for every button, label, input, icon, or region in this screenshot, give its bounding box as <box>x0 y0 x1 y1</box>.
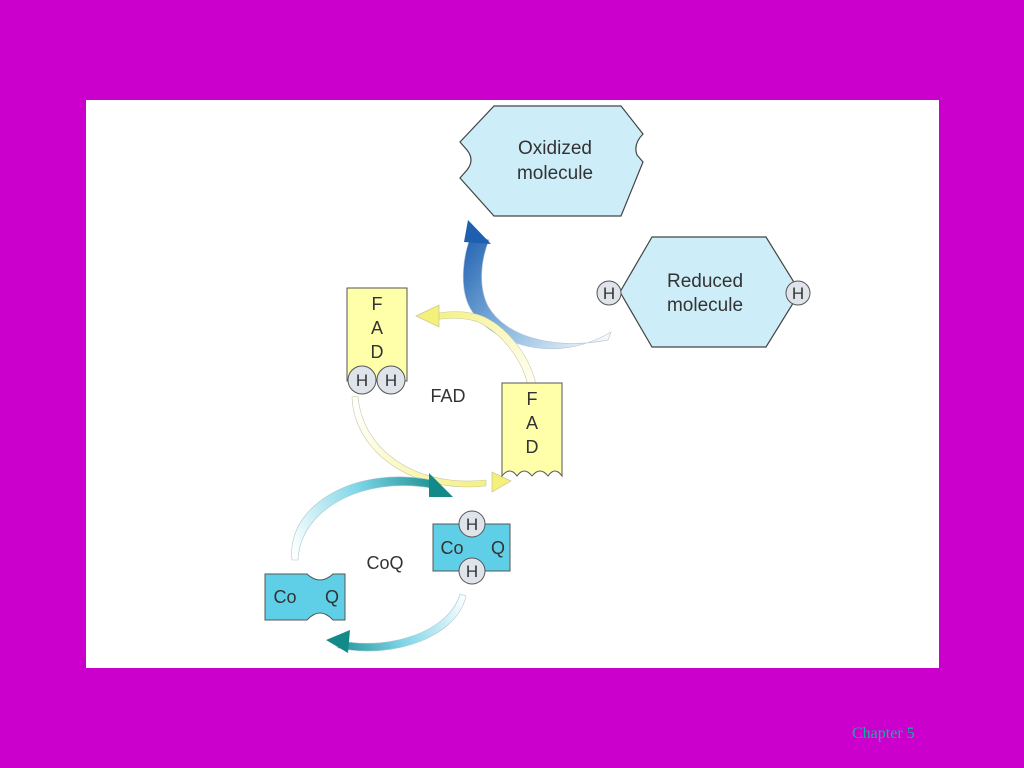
fadh2-hydrogen-right <box>376 365 406 395</box>
fadh2-letter-f: F <box>372 294 383 314</box>
coqh2-hydrogen-bottom-label: H <box>466 562 478 581</box>
oxidized-molecule: Oxidized molecule <box>459 105 644 217</box>
coq-oxidation-arrow <box>326 593 467 653</box>
fad-letter-a: A <box>526 413 538 433</box>
coq-reduction-arrowhead <box>429 473 453 497</box>
hydrogen-right <box>785 280 811 306</box>
electron-transport-diagram: Oxidized molecule Reduced molecule H H F… <box>264 105 811 653</box>
fadh2-hydrogen-left <box>347 365 377 395</box>
chapter-footer: Chapter 5 <box>852 725 915 742</box>
reduced-label-line1: Reduced <box>667 271 743 292</box>
slide-panel: Oxidized molecule Reduced molecule H H F… <box>86 100 939 668</box>
fadh2-molecule: F A D H H <box>346 287 408 395</box>
coqh2-q: Q <box>491 538 505 558</box>
reduced-label-line2: molecule <box>667 295 743 316</box>
oxidation-arrow <box>462 220 612 350</box>
coq-reduction-arrow <box>291 473 453 561</box>
coqh2-hydrogen-bottom <box>458 557 486 585</box>
fad-reduction-arrowhead <box>415 304 440 328</box>
oxidation-arrowhead <box>464 220 491 244</box>
fadh2-hydrogen-right-label: H <box>385 371 397 390</box>
coq-co: Co <box>273 587 296 607</box>
oxidized-label-line1: Oxidized <box>518 138 592 159</box>
oxidized-label-line2: molecule <box>517 163 593 184</box>
fad-label: FAD <box>430 386 465 406</box>
fad-letter-d: D <box>526 437 539 457</box>
coq-molecule: Co Q <box>264 573 346 621</box>
fad-molecule: F A D <box>501 382 563 478</box>
fadh2-hydrogen-left-label: H <box>356 371 368 390</box>
fadh2-letter-a: A <box>371 318 383 338</box>
fad-letter-f: F <box>527 389 538 409</box>
coq-label: CoQ <box>366 553 403 573</box>
coqh2-hydrogen-top <box>458 510 486 538</box>
fadh2-letter-d: D <box>371 342 384 362</box>
hydrogen-right-label: H <box>792 284 804 303</box>
coqh2-co: Co <box>440 538 463 558</box>
coq-oxidation-arrowhead <box>326 630 350 653</box>
fad-reduction-arrow <box>415 304 537 387</box>
coq-q: Q <box>325 587 339 607</box>
coqh2-hydrogen-top-label: H <box>466 515 478 534</box>
coqh2-molecule: Co Q H H <box>432 510 511 585</box>
hydrogen-left <box>596 280 622 306</box>
reduced-molecule: Reduced molecule H H <box>596 236 811 348</box>
hydrogen-left-label: H <box>603 284 615 303</box>
